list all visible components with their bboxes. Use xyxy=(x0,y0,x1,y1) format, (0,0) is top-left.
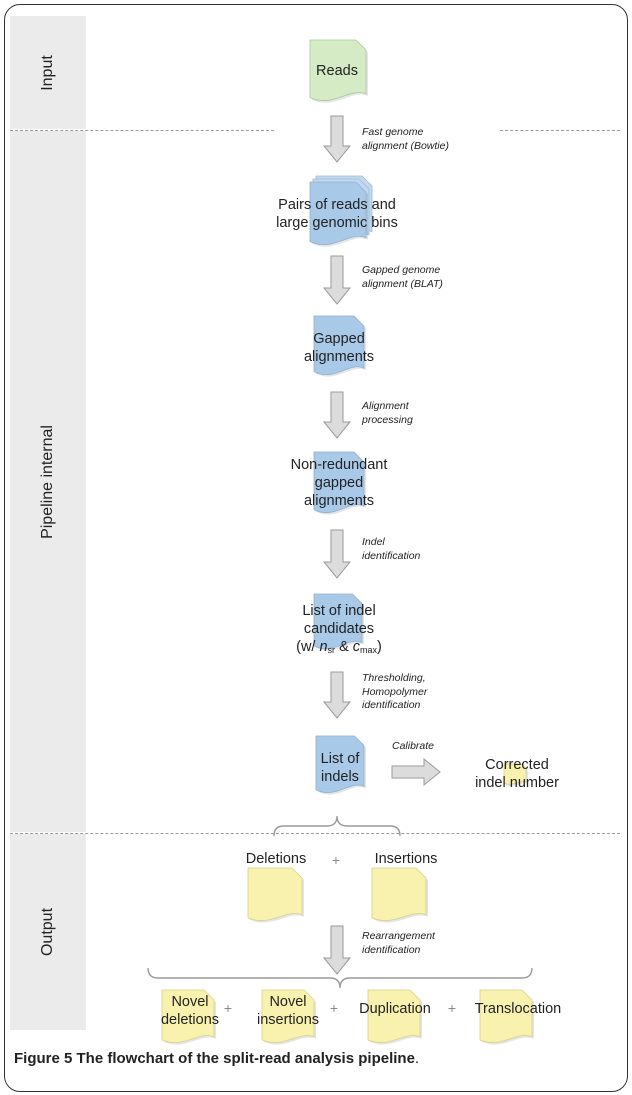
arrow-calibrate xyxy=(391,757,441,787)
arrow-blat xyxy=(322,255,352,305)
indels-doc xyxy=(315,735,366,795)
insertions-label: Insertions xyxy=(374,851,438,867)
gapped-doc xyxy=(313,315,366,377)
novel-insertions-doc xyxy=(261,989,316,1045)
input-divider-left xyxy=(10,130,274,131)
arrow-indel-identification xyxy=(322,529,352,579)
input-divider-right xyxy=(500,130,620,131)
brace-indels xyxy=(273,815,401,837)
output-divider xyxy=(10,833,620,834)
corrected-doc xyxy=(503,763,528,787)
output-band: Output xyxy=(10,834,86,1030)
arrow-processing xyxy=(322,391,352,439)
plus-sign-3: + xyxy=(447,1000,457,1016)
duplication-doc xyxy=(367,989,422,1045)
plus-sign-2: + xyxy=(329,1000,339,1016)
deletions-doc xyxy=(247,867,304,923)
arrow-thresholding xyxy=(322,671,352,719)
figure-caption: Figure 5 The flowchart of the split-read… xyxy=(14,1050,420,1067)
arrow-bowtie xyxy=(322,115,352,163)
deletions-label: Deletions xyxy=(245,851,307,867)
pipeline-band: Pipeline internal xyxy=(10,131,86,832)
translocation-label: Translocation xyxy=(474,1001,562,1017)
arrow-rearrangement xyxy=(322,925,352,975)
reads-label: Reads xyxy=(316,63,358,79)
plus-sign-1: + xyxy=(223,1000,233,1016)
novel-deletions-doc xyxy=(161,989,216,1045)
duplication-label: Duplication xyxy=(359,1001,431,1017)
step-label-calibrate: Calibrate xyxy=(392,740,435,752)
nonredundant-doc xyxy=(313,451,366,515)
input-band: Input xyxy=(10,16,86,129)
translocation-doc xyxy=(479,989,534,1045)
reads-doc xyxy=(309,39,368,103)
brace-outputs xyxy=(147,967,533,989)
pairs-doc xyxy=(309,175,373,247)
candidates-doc xyxy=(313,593,364,651)
insertions-doc xyxy=(371,867,428,923)
plus-sign-deletions-insertions: + xyxy=(331,852,341,868)
